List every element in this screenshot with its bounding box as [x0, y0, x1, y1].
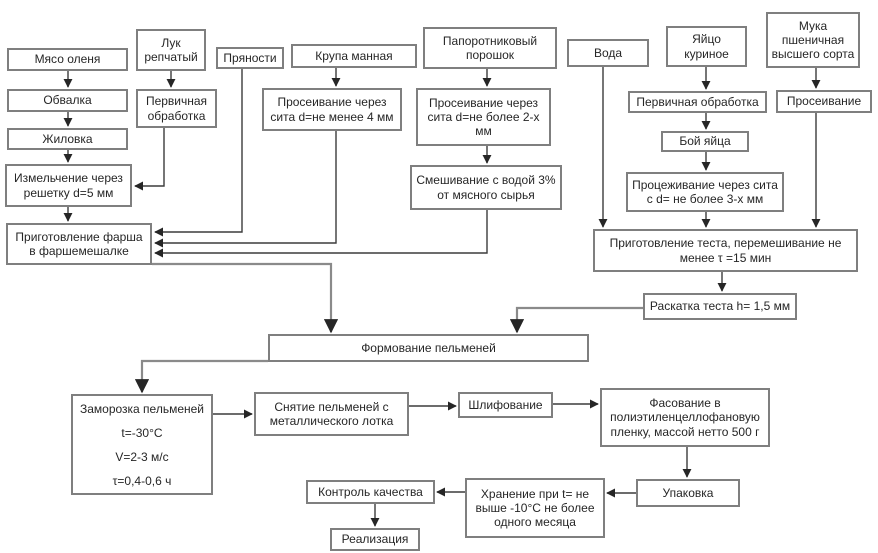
node-dough: Приготовление теста, перемешивание не ме…: [593, 229, 858, 272]
node-spices: Пряности: [216, 47, 284, 69]
node-polishing: Шлифование: [458, 392, 553, 418]
node-packaging: Упаковка: [636, 479, 740, 507]
node-storage: Хранение при t= не выше -10°С не более о…: [465, 478, 605, 538]
node-onion-processing: Первичная обработка: [136, 89, 217, 128]
node-freezing: Заморозка пельменей t=-30°C V=2-3 м/с τ=…: [71, 394, 213, 495]
arrow-spices-to-mince: [154, 69, 243, 237]
arrow-mince-to-forming: [152, 262, 339, 334]
node-egg-breaking: Бой яйца: [661, 131, 749, 152]
node-sieving-fern: Просеивание через сита d=не более 2-х мм: [416, 88, 551, 146]
node-forming: Формование пельменей: [268, 334, 589, 362]
node-onion: Лук репчатый: [136, 29, 206, 71]
arrow-mixing-to-mince: [154, 210, 488, 258]
node-film-packing: Фасование в полиэтиленцеллофановую пленк…: [600, 388, 770, 447]
node-mince: Приготовление фарша в фаршемешалке: [6, 223, 152, 265]
node-meat: Мясо оленя: [7, 48, 128, 71]
node-flour-sieving: Просеивание: [776, 90, 872, 113]
arrow-onion-processing-to-grinding: [134, 128, 165, 191]
node-egg: Яйцо куриное: [666, 26, 747, 67]
arrow-sieving-semolina-to-mince: [154, 131, 337, 248]
node-rolling: Раскатка теста h= 1,5 мм: [643, 293, 797, 320]
node-quality-control: Контроль качества: [306, 480, 435, 504]
node-straining: Процеживание через сита с d= не более 3-…: [626, 172, 784, 212]
node-sale: Реализация: [330, 528, 420, 551]
arrow-forming-to-freezing: [134, 359, 268, 394]
node-deboning: Обвалка: [7, 89, 128, 112]
node-sieving-semolina: Просеивание через сита d=не менее 4 мм: [262, 88, 402, 131]
node-water: Вода: [567, 39, 649, 67]
node-trimming: Жиловка: [7, 128, 128, 150]
node-egg-processing: Первичная обработка: [628, 91, 767, 113]
arrow-rolling-to-forming: [509, 306, 643, 334]
node-semolina: Крупа манная: [291, 44, 417, 68]
node-mixing-water: Смешивание с водой 3% от мясного сырья: [410, 165, 562, 210]
node-flour: Мука пшеничная высшего сорта: [766, 12, 860, 68]
node-grinding: Измельчение через решетку d=5 мм: [5, 164, 132, 207]
node-fern: Папоротниковый порошок: [423, 27, 557, 69]
node-removal: Снятие пельменей с металлического лотка: [254, 392, 409, 436]
